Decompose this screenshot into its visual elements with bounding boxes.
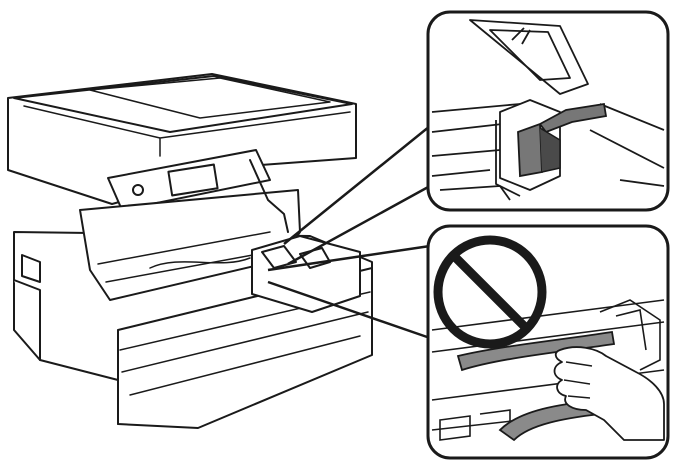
- callout-top: [426, 10, 670, 212]
- leader-line-bottom: [267, 244, 431, 340]
- interior-cable: [149, 257, 251, 269]
- adf-cover-lines: [23, 105, 351, 157]
- adf-top: [13, 75, 353, 133]
- leader-line-top: [283, 125, 431, 266]
- control-panel-screen: [167, 163, 219, 197]
- power-button: [132, 184, 144, 196]
- prohibited-icon: [433, 235, 547, 349]
- callout-leader-lines: [267, 125, 431, 340]
- printer-side-panel: [13, 254, 41, 361]
- hand-finger-lines: [563, 361, 593, 399]
- printer-illustration: [7, 73, 373, 429]
- interior-support-arm: [249, 159, 289, 233]
- interior-detail: [431, 299, 665, 441]
- flat-cable: [456, 330, 616, 372]
- hand-icon: [553, 346, 665, 441]
- ink-tank-cap-shadow: [539, 127, 561, 173]
- adf-tray: [89, 77, 331, 119]
- callout-bottom: [426, 224, 670, 460]
